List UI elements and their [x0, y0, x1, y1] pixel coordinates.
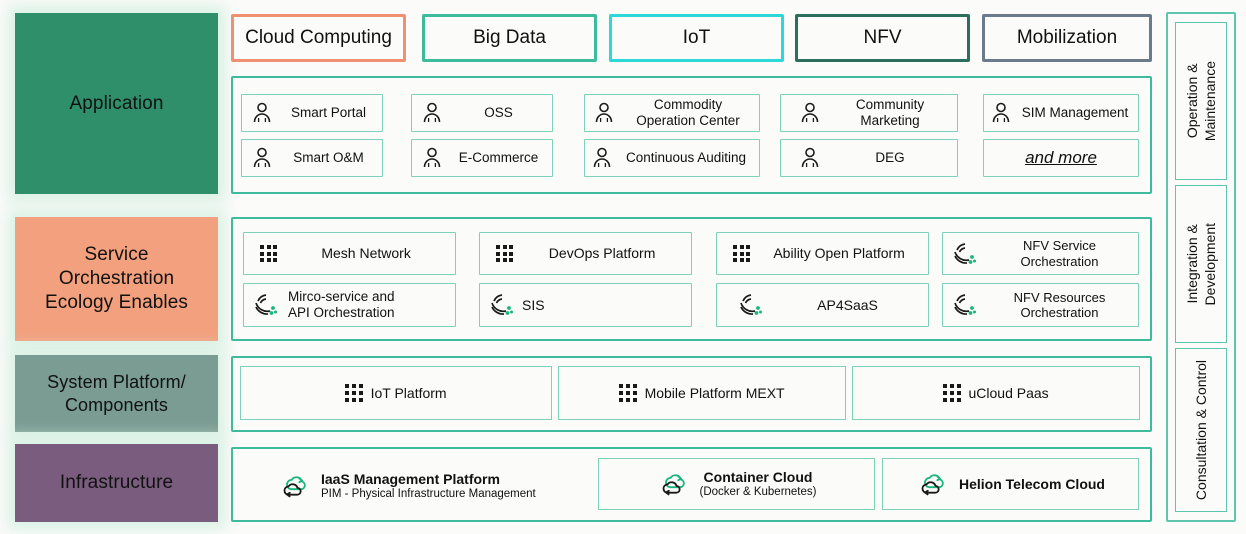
cloud-sync-icon: [662, 474, 685, 496]
service-tile-label: NFV Resources Orchestration: [1013, 289, 1106, 320]
app-tile-label: OSS: [484, 105, 513, 121]
app-tile-and-more[interactable]: and more: [983, 139, 1139, 177]
service-tile-label: Mesh Network: [321, 245, 411, 262]
app-tile-e-commerce[interactable]: E-Commerce: [411, 139, 553, 177]
app-tile-label: SIM Management: [1021, 105, 1129, 121]
app-tile-oss[interactable]: OSS: [411, 94, 553, 132]
app-tile-commodity-operation-center[interactable]: Commodity Operation Center: [584, 94, 760, 132]
system-tile-label: uCloud Paas: [968, 385, 1049, 401]
person-icon: [253, 147, 271, 168]
app-tile-label: E-Commerce: [458, 150, 539, 166]
app-tile-continuous-auditing[interactable]: Continuous Auditing: [584, 139, 760, 177]
orchestration-icon: [954, 242, 976, 264]
person-icon: [801, 102, 819, 123]
app-tile-label: Smart O&M: [293, 150, 364, 166]
service-tile-label: Ability Open Platform: [773, 245, 905, 262]
layer-label-infrastructure: Infrastructure: [59, 472, 174, 494]
service-tile-devops-platform[interactable]: DevOps Platform: [479, 232, 692, 275]
person-icon: [423, 102, 441, 123]
layer-label-service: Service Orchestration Ecology Enables: [44, 244, 189, 313]
domain-chip-cloud-computing[interactable]: Cloud Computing: [231, 14, 406, 62]
domain-chip-big-data[interactable]: Big Data: [422, 14, 597, 62]
layer-block-application[interactable]: Application: [15, 13, 218, 194]
orchestration-icon: [491, 294, 513, 315]
service-tile-label: Mirco-service and API Orchestration: [288, 289, 395, 320]
grid-dots-icon: [496, 244, 514, 263]
orchestration-icon: [954, 294, 976, 315]
domain-chip-label: Big Data: [473, 27, 546, 48]
person-icon: [801, 147, 819, 168]
service-tile-mesh-network[interactable]: Mesh Network: [243, 232, 456, 275]
service-tile-micro-service-api-orchestration[interactable]: Mirco-service and API Orchestration: [243, 283, 456, 327]
system-tile-label: Mobile Platform MEXT: [644, 385, 785, 401]
domain-chip-label: NFV: [863, 27, 902, 48]
domain-chip-iot[interactable]: IoT: [609, 14, 784, 62]
app-tile-sim-management[interactable]: SIM Management: [983, 94, 1139, 132]
person-icon: [253, 102, 271, 123]
orchestration-icon: [255, 294, 277, 315]
service-tile-label: DevOps Platform: [548, 245, 656, 262]
app-tile-label: Smart Portal: [290, 105, 367, 121]
orchestration-icon: [740, 294, 762, 315]
layer-label-system: System Platform/ Components: [47, 372, 186, 415]
layer-block-service[interactable]: Service Orchestration Ecology Enables: [15, 217, 218, 341]
app-tile-label: Community Marketing: [855, 97, 925, 128]
person-icon: [992, 102, 1010, 123]
app-tile-deg[interactable]: DEG: [780, 139, 958, 177]
layer-label-application: Application: [69, 92, 164, 114]
infra-item-text: Container Cloud (Docker & Kubernetes): [700, 469, 817, 500]
service-tile-nfv-service-orchestration[interactable]: NFV Service Orchestration: [942, 232, 1139, 275]
app-tile-label: and more: [1025, 148, 1097, 167]
infra-item-helion-telecom-cloud[interactable]: Helion Telecom Cloud: [882, 458, 1139, 510]
rail-cell-consultation-control[interactable]: Consultation & Control: [1175, 348, 1227, 512]
infra-item-title: Container Cloud: [703, 468, 813, 485]
person-icon: [595, 102, 613, 123]
infra-item-title: Helion Telecom Cloud: [959, 476, 1105, 492]
service-tile-ap4saas[interactable]: AP4SaaS: [716, 283, 929, 327]
cloud-sync-icon: [921, 474, 944, 496]
service-tile-nfv-resources-orchestration[interactable]: NFV Resources Orchestration: [942, 283, 1139, 327]
domain-chip-label: Mobilization: [1016, 27, 1118, 48]
grid-dots-icon: [733, 244, 751, 263]
cloud-sync-icon: [283, 476, 306, 498]
service-tile-label: SIS: [522, 296, 545, 313]
layer-block-infrastructure[interactable]: Infrastructure: [15, 444, 218, 522]
infra-item-subtitle: PIM - Physical Infrastructure Management: [321, 487, 536, 500]
system-tile-mobile-platform-mext[interactable]: Mobile Platform MEXT: [558, 366, 846, 420]
rail-label: Consultation & Control: [1192, 359, 1209, 501]
rail-label: Operation & Maintenance: [1183, 60, 1218, 142]
grid-dots-icon: [260, 244, 278, 263]
layer-block-system[interactable]: System Platform/ Components: [15, 355, 218, 432]
rail-label: Integration & Development: [1183, 222, 1218, 306]
infra-item-container-cloud[interactable]: Container Cloud (Docker & Kubernetes): [598, 458, 875, 510]
service-tile-ability-open-platform[interactable]: Ability Open Platform: [716, 232, 929, 275]
person-icon: [593, 147, 611, 168]
system-tile-ucloud-paas[interactable]: uCloud Paas: [852, 366, 1140, 420]
grid-dots-icon: [619, 384, 637, 402]
system-tile-label: IoT Platform: [370, 385, 447, 401]
app-tile-label: DEG: [875, 150, 905, 166]
infra-item-iaas-management-platform[interactable]: IaaS Management Platform PIM - Physical …: [278, 466, 578, 506]
app-tile-label: Continuous Auditing: [625, 150, 747, 166]
service-tile-label: AP4SaaS: [817, 296, 878, 313]
app-tile-smart-om[interactable]: Smart O&M: [241, 139, 383, 177]
service-tile-label: NFV Service Orchestration: [1020, 238, 1099, 269]
grid-dots-icon: [345, 384, 363, 402]
app-tile-label: Commodity Operation Center: [636, 97, 740, 128]
grid-dots-icon: [943, 384, 961, 402]
system-tile-iot-platform[interactable]: IoT Platform: [240, 366, 552, 420]
app-tile-smart-portal[interactable]: Smart Portal: [241, 94, 383, 132]
domain-chip-mobilization[interactable]: Mobilization: [982, 14, 1152, 62]
rail-cell-integration-development[interactable]: Integration & Development: [1175, 185, 1227, 343]
app-tile-community-marketing[interactable]: Community Marketing: [780, 94, 958, 132]
rail-cell-operation-maintenance[interactable]: Operation & Maintenance: [1175, 22, 1227, 180]
infra-item-text: IaaS Management Platform PIM - Physical …: [321, 471, 536, 502]
domain-chip-label: Cloud Computing: [245, 27, 392, 48]
domain-chip-label: IoT: [682, 27, 711, 48]
domain-chip-nfv[interactable]: NFV: [795, 14, 970, 62]
service-tile-sis[interactable]: SIS: [479, 283, 692, 327]
person-icon: [423, 147, 441, 168]
infra-item-subtitle: (Docker & Kubernetes): [699, 485, 817, 498]
infra-item-title: IaaS Management Platform: [321, 470, 500, 487]
